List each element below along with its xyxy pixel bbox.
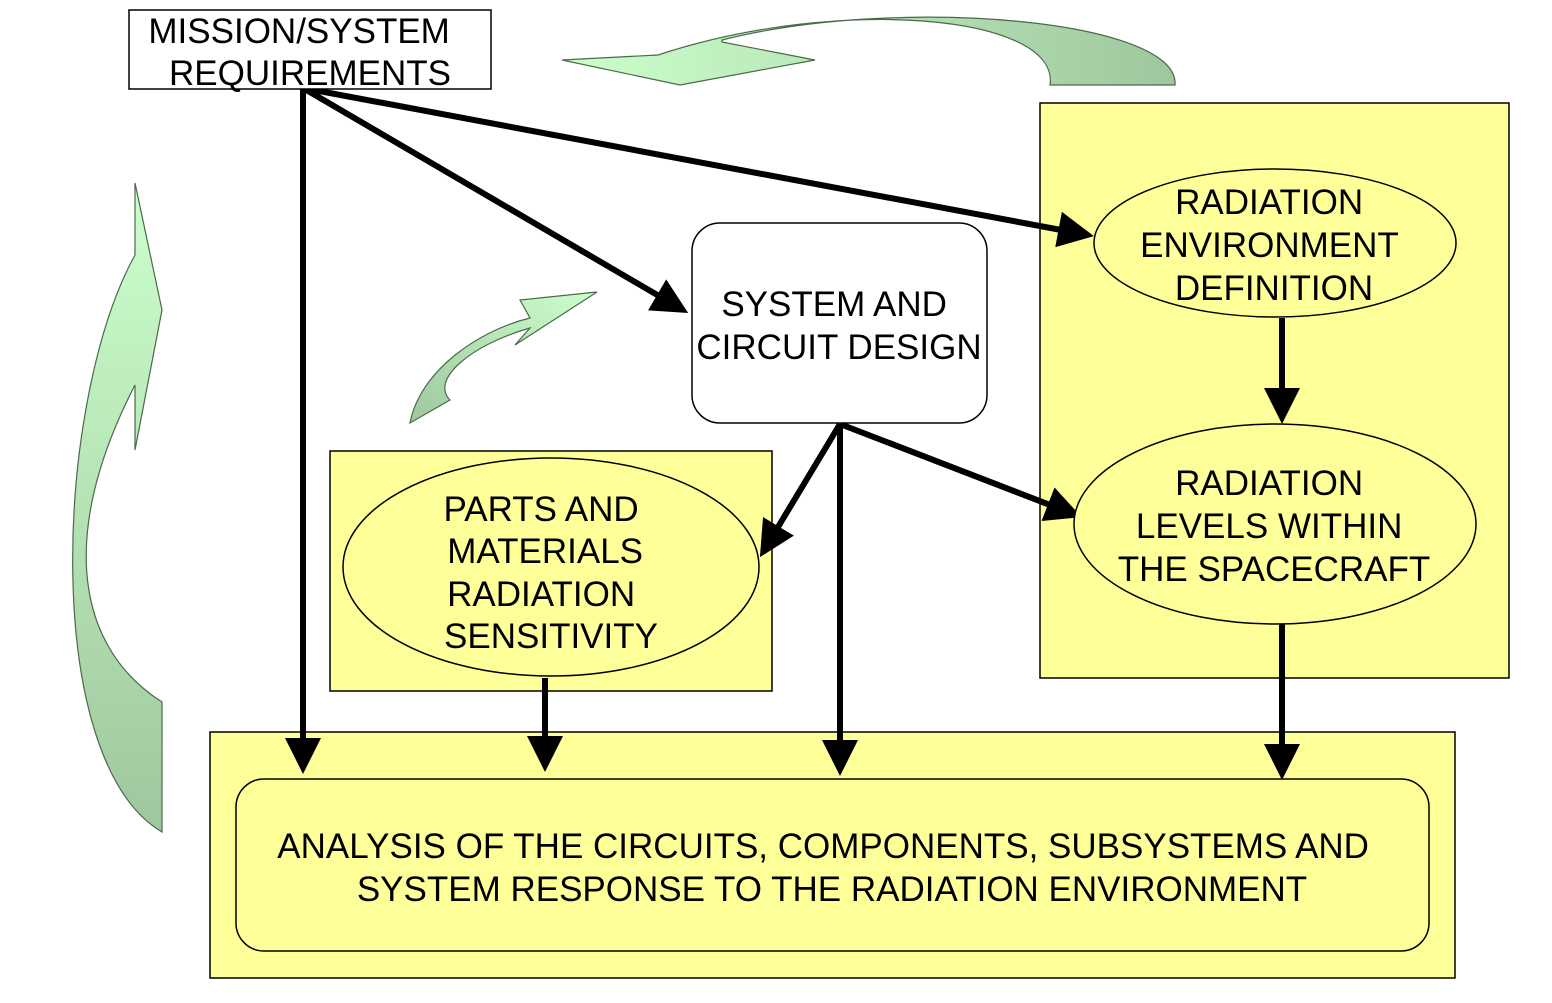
- radiation-environment-node: [1093, 168, 1457, 318]
- arrow-requirements-to-design: [301, 85, 689, 314]
- analysis-line: ANALYSIS OF THE CIRCUITS, COMPONENTS, SU…: [277, 827, 1369, 866]
- radiation-levels-label: RADIATION LEVELS WITHIN THE SPACECRAFT: [1118, 464, 1430, 589]
- parts-materials-line: PARTS AND: [444, 490, 639, 529]
- radiation-environment-line: ENVIRONMENT: [1140, 226, 1398, 265]
- arrow-design-to-levels: [838, 421, 1082, 522]
- analysis-label: ANALYSIS OF THE CIRCUITS, COMPONENTS, SU…: [277, 827, 1378, 909]
- system-circuit-design-line: SYSTEM AND: [721, 285, 947, 324]
- mission-requirements-box: [128, 9, 492, 90]
- radiation-environment-label: RADIATION ENVIRONMENT DEFINITION: [1140, 183, 1408, 308]
- mission-requirements-label: MISSION/SYSTEM REQUIREMENTS: [148, 12, 459, 93]
- mission-requirements-line: MISSION/SYSTEM: [148, 12, 449, 51]
- parts-materials-label: PARTS AND MATERIALS RADIATION SENSITIVIT…: [444, 490, 658, 656]
- radiation-environment-line: RADIATION: [1175, 183, 1363, 222]
- system-circuit-design-line: CIRCUIT DESIGN: [696, 328, 981, 367]
- curved-arrow-left-icon: [72, 182, 163, 834]
- radiation-environment-line: DEFINITION: [1175, 269, 1373, 308]
- radiation-levels-line: THE SPACECRAFT: [1118, 550, 1430, 589]
- arrow-requirements-to-environment: [302, 85, 1094, 248]
- parts-materials-line: RADIATION: [447, 575, 635, 614]
- curved-arrow-center-icon: [409, 291, 598, 425]
- radiation-levels-line: RADIATION: [1175, 464, 1363, 503]
- analysis-line: SYSTEM RESPONSE TO THE RADIATION ENVIRON…: [357, 870, 1307, 909]
- parts-materials-line: MATERIALS: [447, 532, 643, 571]
- arrow-design-to-parts: [759, 422, 843, 558]
- curved-arrow-top-icon: [561, 16, 1176, 86]
- system-circuit-design-box: [691, 222, 988, 424]
- parts-materials-line: SENSITIVITY: [444, 617, 658, 656]
- mission-requirements-line: REQUIREMENTS: [169, 54, 451, 93]
- parts-materials-node: [342, 457, 760, 677]
- analysis-box: [235, 778, 1430, 952]
- radiation-levels-line: LEVELS WITHIN: [1136, 507, 1402, 546]
- system-circuit-design-label: SYSTEM AND CIRCUIT DESIGN: [696, 285, 981, 367]
- radiation-levels-node: [1073, 423, 1477, 625]
